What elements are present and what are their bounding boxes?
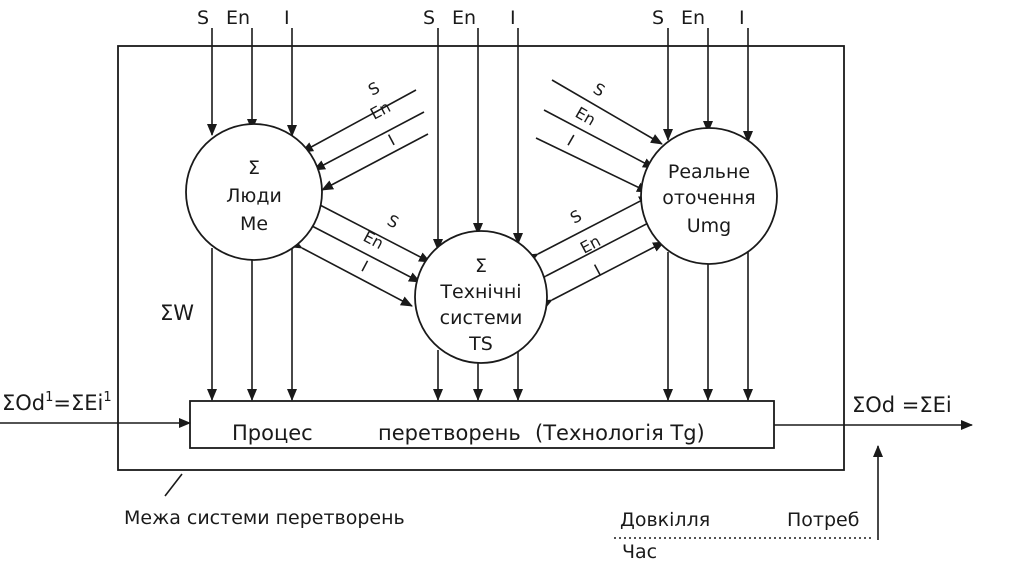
node-env-label-2: оточення [662,187,756,209]
diagonal-input-labels: S En I S En I [365,78,608,150]
input-label-en: En [681,7,705,29]
input-arrow [301,89,417,153]
input-label-i: I [510,7,516,29]
node-environment [640,127,778,265]
sigma-w-label: ΣW [160,301,194,325]
node-env-code: Umg [687,215,731,237]
exchange-arrow [539,241,665,310]
input-label-s: S [652,7,664,29]
input-label-s: S [423,7,435,29]
node-tech-sigma: Σ [475,255,487,277]
input-arrow [321,133,429,191]
exchange-label-s: S [567,206,585,228]
process-word-2: перетворень [378,421,521,445]
legend-need: Потреб [787,509,859,531]
input-label-s: S [590,79,608,101]
diagonal-input-arrows [301,79,663,193]
input-label-i: I [385,131,398,150]
exchange-label-en: En [360,227,387,253]
input-arrow [551,79,663,145]
node-people-code: Me [240,213,268,235]
system-boundary [117,45,845,471]
boundary-label: Межа системи перетворень [124,507,405,529]
node-people-label: Люди [226,185,282,207]
boundary-pointer [164,473,183,497]
exchange-label-en: En [577,231,604,257]
exchange-arrow [289,238,413,307]
legend-environment: Довкілля [620,509,710,531]
input-label-i: I [739,7,745,29]
input-label-s: S [365,78,383,100]
node-tech-code: TS [468,333,493,355]
input-label-i: I [564,131,578,150]
node-tech-systems [414,230,548,364]
exchange-label-i: I [591,261,604,280]
process-input-label: ΣOd1=ΣEi1 [2,390,112,415]
input-label-en: En [226,7,250,29]
legend-time: Час [622,541,657,563]
input-arrow [543,109,655,169]
node-people-sigma: Σ [248,157,260,179]
input-arrow [535,137,649,193]
input-label-en: En [452,7,476,29]
input-label-s: S [197,7,209,29]
top-input-arrows [207,28,753,251]
node-people [185,123,323,261]
process-word-1: Процес [232,421,313,445]
input-arrow [313,111,425,171]
process-output-label: ΣOd =ΣEi [852,393,952,417]
node-tech-label-1: Технічні [439,281,521,303]
exchange-label-i: I [358,257,371,276]
input-label-en: En [572,103,599,130]
top-input-labels: S En I S En I S En I [197,7,745,29]
process-box [189,400,775,449]
node-env-label-1: Реальне [668,161,750,183]
exchange-arrows-people-tech: S En I [289,194,431,307]
process-word-3: (Технологія Tg) [535,421,705,445]
output-arrows [207,244,753,401]
exchange-label-s: S [384,211,402,233]
node-tech-label-2: системи [440,307,523,329]
input-label-en: En [367,97,394,123]
input-label-i: I [284,7,290,29]
